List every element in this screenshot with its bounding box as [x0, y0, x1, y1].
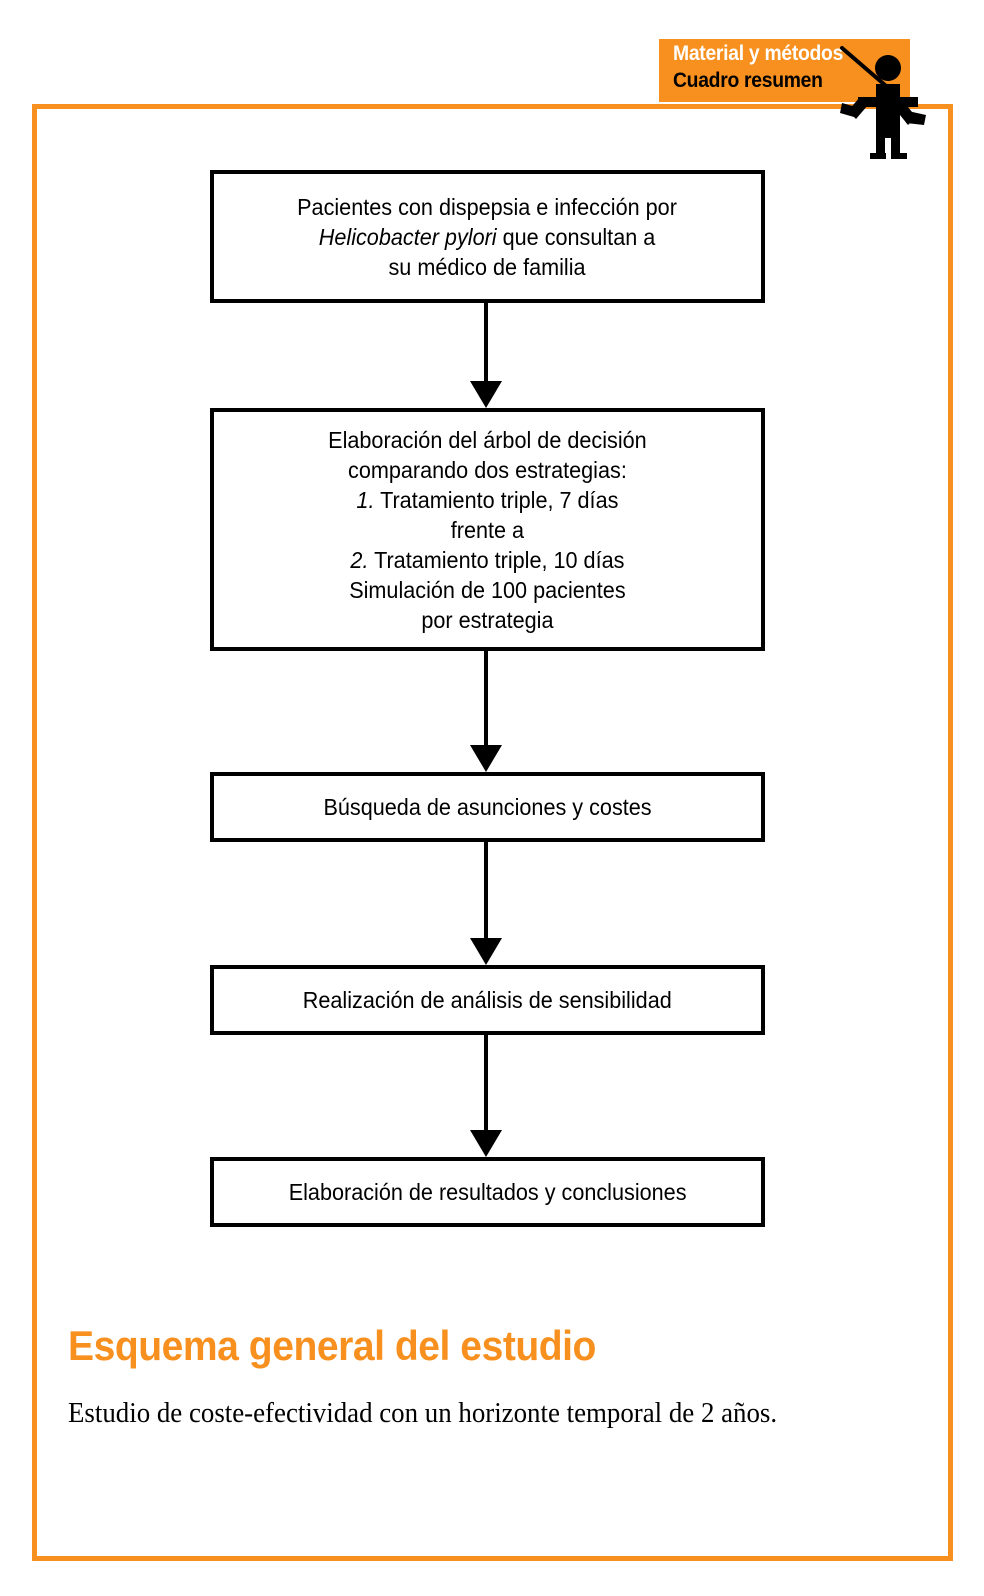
- flow-arrow-3: [470, 842, 502, 965]
- flow-box-sensitivity-analysis-text: Realización de análisis de sensibilidad: [303, 987, 672, 1013]
- flow-box-patients: Pacientes con dispepsia e infección por …: [210, 170, 765, 303]
- arrow-shaft: [484, 651, 488, 745]
- footer-description: Estudio de coste-efectividad con un hori…: [68, 1398, 778, 1429]
- arrow-shaft: [484, 1035, 488, 1130]
- flow-box-decision-tree-text: Elaboración del árbol de decisión compar…: [328, 426, 647, 633]
- arrow-shaft: [484, 842, 488, 938]
- header-badge: Material y métodos Cuadro resumen: [659, 39, 910, 102]
- flow-box-decision-tree: Elaboración del árbol de decisión compar…: [210, 408, 765, 651]
- badge-title-secondary: Cuadro resumen: [673, 69, 823, 92]
- arrow-head-icon: [470, 1130, 502, 1157]
- arrow-head-icon: [470, 938, 502, 965]
- flow-arrow-2: [470, 651, 502, 772]
- flow-box-results-conclusions-text: Elaboración de resultados y conclusiones: [288, 1179, 687, 1205]
- arrow-head-icon: [470, 745, 502, 772]
- badge-title-primary: Material y métodos: [673, 42, 844, 65]
- footer-title: Esquema general del estudio: [68, 1322, 596, 1369]
- flow-box-assumptions-costs: Búsqueda de asunciones y costes: [210, 772, 765, 842]
- arrow-shaft: [484, 303, 488, 381]
- footer-block: Esquema general del estudio Estudio de c…: [68, 1322, 928, 1436]
- flow-box-sensitivity-analysis: Realización de análisis de sensibilidad: [210, 965, 765, 1035]
- arrow-head-icon: [470, 381, 502, 408]
- flow-box-results-conclusions: Elaboración de resultados y conclusiones: [210, 1157, 765, 1227]
- flow-box-assumptions-costs-text: Búsqueda de asunciones y costes: [323, 794, 652, 820]
- flow-box-patients-text: Pacientes con dispepsia e infección por …: [297, 193, 678, 280]
- flow-arrow-4: [470, 1035, 502, 1157]
- content-frame: [32, 104, 953, 1561]
- flowchart: Pacientes con dispepsia e infección por …: [210, 170, 765, 1227]
- flow-arrow-1: [470, 303, 502, 408]
